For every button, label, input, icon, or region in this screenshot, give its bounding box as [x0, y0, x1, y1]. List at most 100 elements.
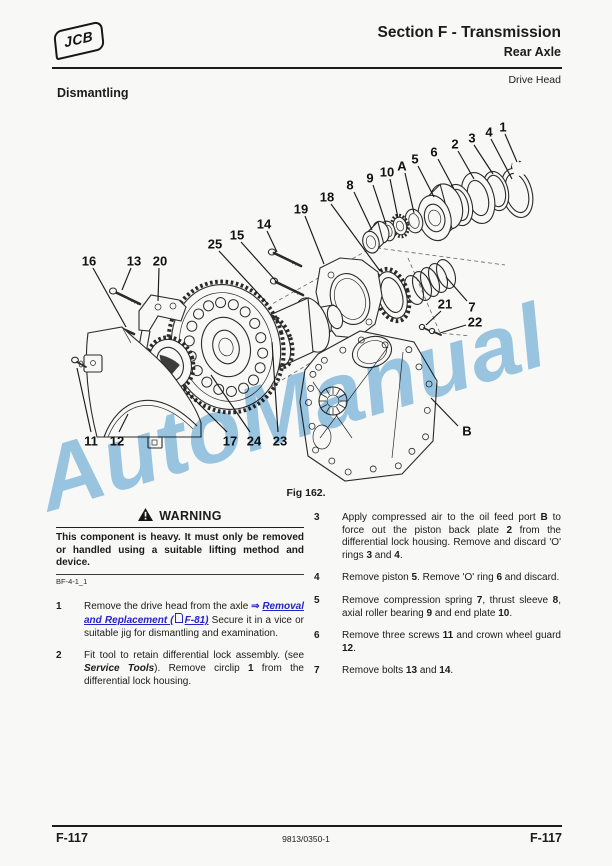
jcb-logo-box: JCB: [53, 20, 105, 61]
part-bolt-15: [269, 277, 305, 297]
step-number: 4: [314, 572, 320, 584]
text-segment: Service Tools: [84, 662, 155, 674]
step-text: Remove piston 5. Remove 'O' ring 6 and d…: [342, 572, 561, 585]
step-text: Remove compression spring 7, thrust slee…: [342, 595, 561, 620]
text-segment: 4: [394, 549, 400, 561]
footer-page-number-left: F-117: [56, 831, 88, 845]
callout-leader: [425, 310, 442, 326]
warning-rule-top: [56, 526, 304, 529]
jcb-logo-text: JCB: [63, 27, 94, 51]
warning-triangle-icon: [138, 508, 154, 524]
callout-label: 12: [110, 434, 124, 449]
callout-leader: [121, 267, 132, 291]
step-number: 1: [56, 600, 62, 612]
warning-title: WARNING: [56, 508, 304, 524]
part-washer-a: [404, 208, 424, 234]
callout-leader: [504, 133, 518, 163]
text-segment: 9: [426, 607, 433, 619]
part-screw-22: [428, 327, 442, 336]
callout-leader: [218, 250, 268, 304]
callout-label: 7: [468, 300, 475, 315]
part-compression-spring-7: [403, 259, 457, 305]
text-segment: Fit tool to retain differential lock ass…: [84, 650, 304, 662]
document-icon: [174, 613, 183, 624]
warning-body: This component is heavy. It must only be…: [56, 532, 304, 569]
text-segment: Secure it in a vice or suitable jig for …: [84, 615, 305, 639]
callout-leader: [389, 178, 399, 219]
text-segment: , axial roller bearing: [342, 594, 561, 619]
text-segment: Remove the drive head from the axle: [84, 600, 252, 612]
step-text: Remove three screws 11 and crown wheel g…: [342, 630, 561, 655]
callout-leader: [266, 230, 278, 253]
text-segment: and: [372, 549, 395, 561]
text-segment: 10: [498, 607, 510, 619]
topic-label: Drive Head: [508, 74, 561, 86]
callout-leader: [417, 165, 435, 198]
steps-left: 1 Remove the drive head from the axle ⇒ R…: [56, 601, 304, 689]
part-differential-housing: [299, 330, 438, 482]
callout-label: 2: [451, 137, 458, 152]
part-piston-5: [417, 183, 464, 242]
part-bracket-20: [137, 294, 187, 354]
text-segment: 7: [476, 594, 483, 606]
left-column: WARNING This component is heavy. It must…: [56, 508, 304, 698]
callout-label: B: [462, 424, 471, 439]
warning-rule-bottom: [56, 573, 304, 575]
callout-leader: [445, 276, 468, 302]
callout-label: 6: [430, 145, 437, 160]
callout-leader: [210, 374, 251, 433]
step-item: 6 Remove three screws 11 and crown wheel …: [314, 630, 561, 655]
text-segment: .: [353, 642, 356, 654]
text-segment: Remove bolts: [342, 665, 406, 677]
callout-leader: [490, 138, 513, 180]
callout-label: 4: [485, 125, 493, 140]
step-item: 7 Remove bolts 13 and 14.: [314, 665, 561, 678]
callout-label: 13: [127, 254, 141, 269]
callout-leader: [457, 150, 475, 180]
callout-leader: [430, 397, 459, 427]
callout-leader: [473, 144, 494, 175]
text-segment: from the differential lock housing. Remo…: [342, 524, 561, 561]
callout-label: 23: [273, 434, 287, 449]
callout-leader: [157, 267, 160, 302]
footer-rule: [52, 825, 562, 827]
part-bolt-14: [267, 248, 303, 268]
callout-label: 5: [411, 152, 418, 167]
callout-leader: [330, 203, 381, 272]
text-segment: . Remove 'O' ring: [417, 572, 497, 584]
callout-label: 22: [468, 315, 482, 330]
cross-reference-link[interactable]: F-81): [184, 615, 209, 627]
callout-leader: [183, 388, 228, 433]
page-title: Dismantling: [57, 86, 129, 100]
text-segment: , thrust sleeve: [482, 594, 553, 606]
step-text: Fit tool to retain differential lock ass…: [84, 650, 304, 688]
text-segment: 13: [405, 665, 418, 677]
callout-label: 10: [380, 165, 394, 180]
text-segment: and discard.: [502, 572, 560, 584]
step-number: 3: [314, 512, 320, 523]
step-number: 5: [314, 594, 320, 606]
step-item: 1 Remove the drive head from the axle ⇒ R…: [56, 601, 304, 641]
text-segment: and crown wheel guard: [453, 630, 561, 642]
callout-label: 15: [230, 228, 244, 243]
callout-label: 17: [223, 434, 237, 449]
text-segment: Remove three screws: [342, 630, 443, 642]
section-title: Section F - Transmission: [377, 24, 561, 41]
callout-leader: [353, 191, 373, 231]
footer-page-number-right: F-117: [530, 831, 562, 845]
callout-leader: [271, 341, 279, 433]
callout-label: 11: [84, 434, 98, 449]
step-number: 7: [314, 665, 320, 677]
callout-label: 8: [346, 178, 353, 193]
callout-label: A: [397, 159, 407, 174]
cross-reference-link[interactable]: Removal and Replacement (: [84, 600, 304, 627]
cross-reference-arrow-icon[interactable]: ⇒: [251, 600, 263, 612]
part-bolt-13: [108, 287, 142, 306]
step-text: Remove bolts 13 and 14.: [342, 665, 561, 678]
step-number: 6: [314, 630, 320, 642]
